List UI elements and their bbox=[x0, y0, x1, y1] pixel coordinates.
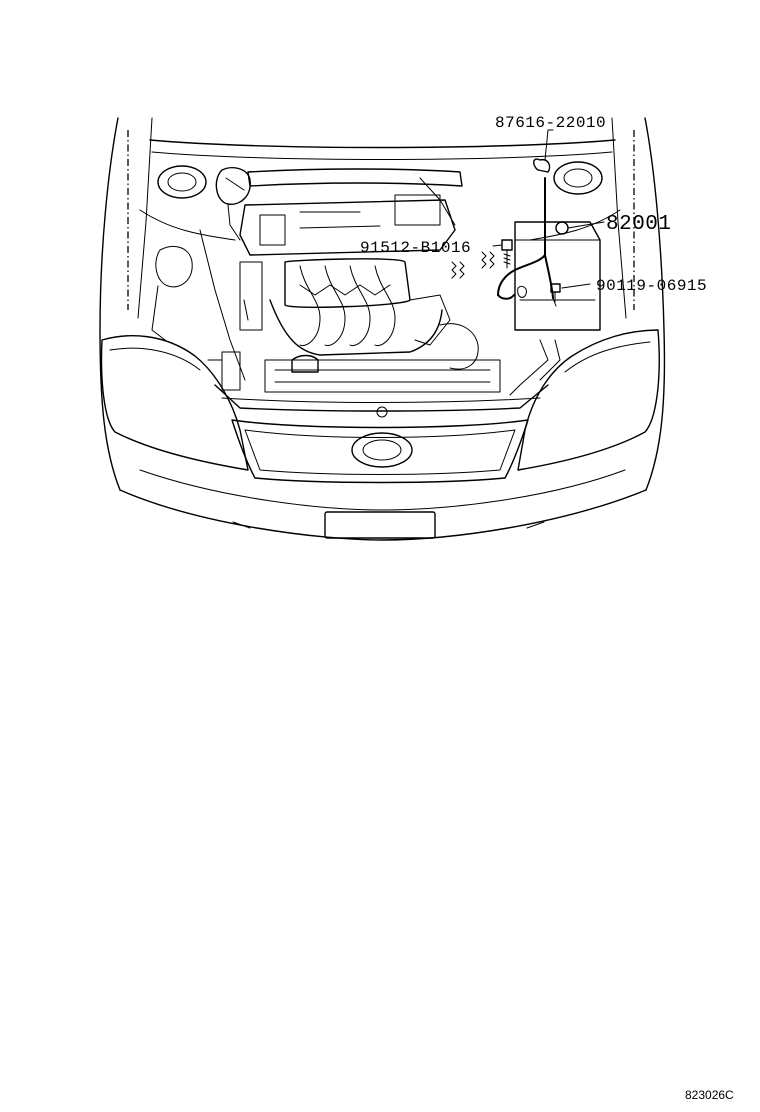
battery bbox=[509, 221, 601, 396]
callout-82001: 82001 bbox=[606, 213, 672, 236]
brake-reservoir bbox=[151, 167, 251, 381]
radiator-cap-icon bbox=[291, 354, 319, 373]
grommet-icon bbox=[555, 221, 569, 235]
headlight-right bbox=[517, 329, 660, 471]
bolt-90119 bbox=[550, 283, 561, 303]
callout-90119-06915: 90119-06915 bbox=[596, 277, 707, 295]
strut-tower-right bbox=[553, 161, 603, 195]
engine-assembly bbox=[207, 168, 495, 391]
car-body-outline bbox=[99, 117, 666, 541]
clamp-icon bbox=[533, 158, 551, 173]
headlight-left bbox=[100, 335, 249, 471]
callout-91512-B1016: 91512-B1016 bbox=[360, 239, 471, 257]
front-grille bbox=[231, 419, 529, 484]
bolt-91512 bbox=[501, 239, 513, 269]
emblem-icon bbox=[351, 432, 413, 468]
illustration-code: 823026C bbox=[685, 1088, 734, 1102]
callout-87616-22010: 87616-22010 bbox=[495, 114, 606, 132]
leader-lines bbox=[492, 129, 605, 289]
strut-tower-left bbox=[157, 165, 207, 199]
radiator-support bbox=[214, 359, 549, 418]
